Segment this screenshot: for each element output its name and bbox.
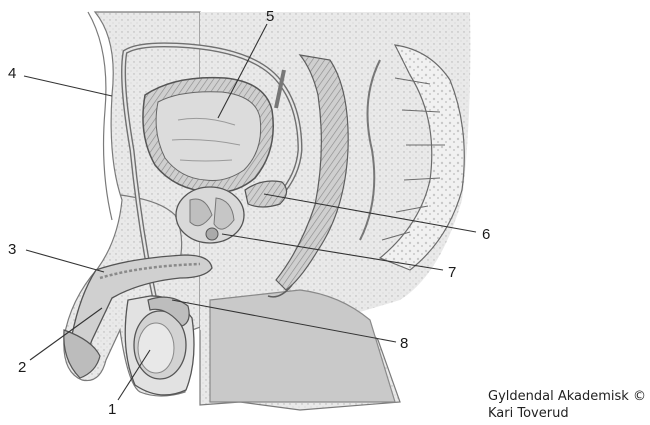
label-4: 4	[8, 66, 16, 81]
label-6: 6	[482, 227, 490, 242]
label-1: 1	[108, 402, 116, 417]
label-8: 8	[400, 336, 408, 351]
label-2: 2	[18, 360, 26, 375]
abdominal-wall	[88, 12, 112, 220]
credit-publisher: Gyldendal Akademisk ©	[488, 388, 646, 405]
leader-line-3	[26, 250, 104, 272]
prostate	[176, 187, 244, 243]
leader-line-4	[24, 76, 112, 96]
label-7: 7	[448, 265, 456, 280]
label-5: 5	[266, 9, 274, 24]
credit-author: Kari Toverud	[488, 405, 646, 422]
label-3: 3	[8, 242, 16, 257]
credit: Gyldendal Akademisk © Kari Toverud	[488, 388, 646, 422]
